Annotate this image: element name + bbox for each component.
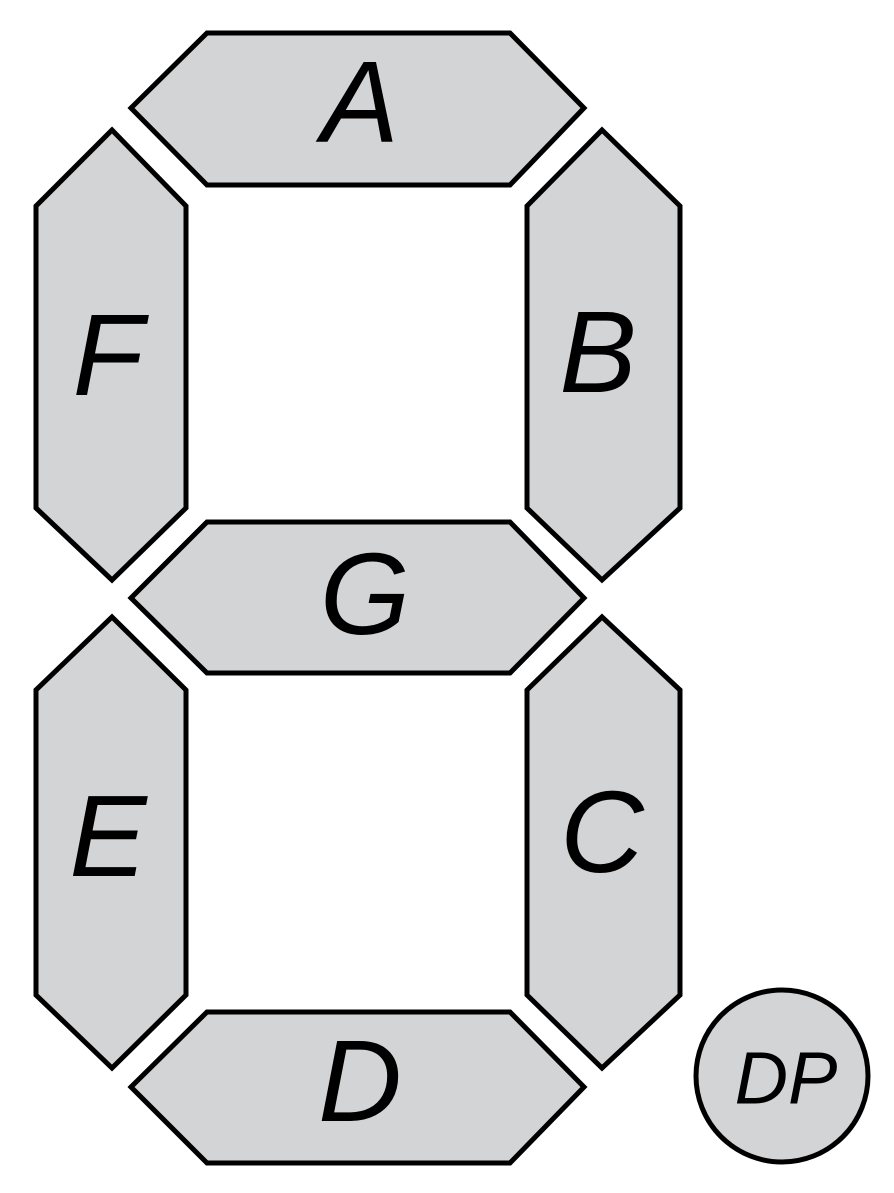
segment-dp-shape [693,987,871,1165]
segment-c: C [524,613,683,1072]
segment-dp-label: DP [735,1037,838,1120]
segment-c-shape [524,613,683,1072]
segment-a-shape [127,30,588,188]
segment-b-shape [524,126,683,584]
segment-d: D [127,1009,588,1166]
segment-a-label: A [315,37,398,167]
segment-dp: DP [693,987,871,1165]
segment-g: G [127,519,588,676]
segment-e-label: E [69,771,148,901]
segment-g-shape [127,519,588,676]
segment-b: B [524,126,683,584]
segment-g-label: G [320,529,410,659]
segment-a: A [127,30,588,188]
segment-f-label: F [73,290,150,420]
segment-d-shape [127,1009,588,1166]
segment-b-label: B [559,287,636,417]
segment-e-shape [33,613,189,1072]
segment-f-shape [33,126,189,584]
segment-c-label: C [560,767,645,897]
segment-f: F [33,126,189,584]
segment-e: E [33,613,189,1072]
segment-d-label: D [318,1016,402,1146]
